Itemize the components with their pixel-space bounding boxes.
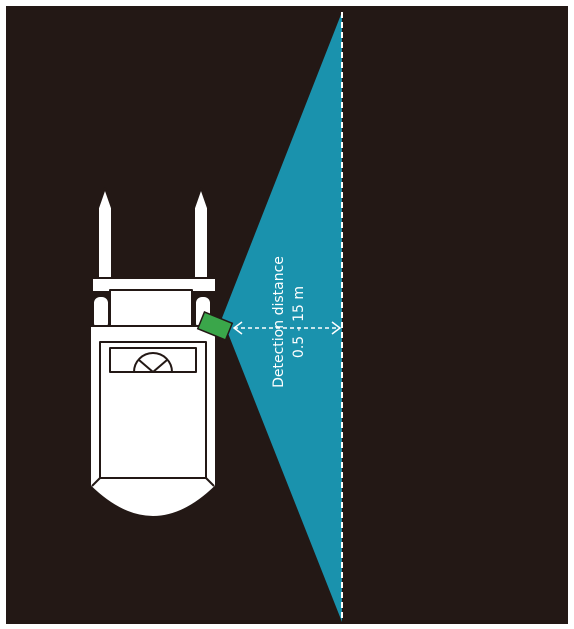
forklift-fork-right [193, 187, 209, 281]
forklift-body [89, 325, 217, 518]
detection-zone [222, 12, 342, 622]
forklift-icon [89, 187, 217, 518]
forklift-counterweight [91, 477, 215, 487]
steering-wheel-spokes [138, 359, 168, 373]
sensor-icon [196, 311, 234, 341]
forklift-wheel-left [92, 295, 110, 331]
detection-distance-value: 0.5 - 15 m [291, 286, 307, 358]
steering-wheel-icon [133, 352, 173, 373]
forklift-fork-left [97, 187, 113, 281]
detection-distance-label: Detection distance [271, 256, 287, 388]
forklift-mast [109, 289, 193, 327]
distance-arrow [232, 321, 342, 335]
